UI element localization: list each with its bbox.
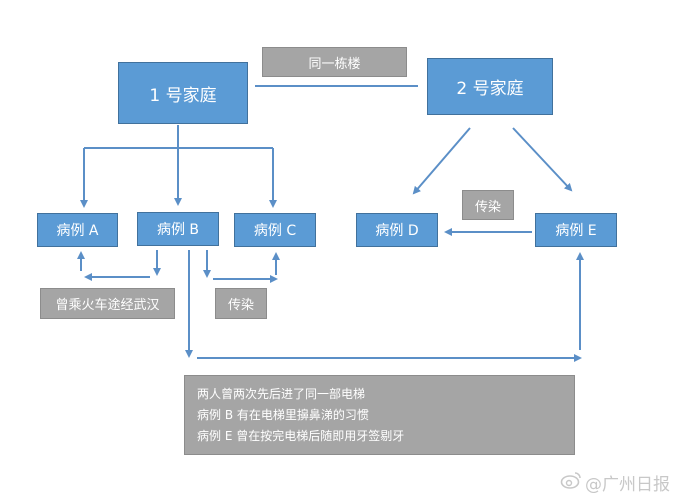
case-a-box: 病例 A: [37, 213, 118, 247]
arrow-f2-e: [512, 127, 573, 192]
note-line: 病例 E 曾在按完电梯后随即用牙签剔牙: [197, 429, 405, 443]
note-line: 病例 B 有在电梯里擤鼻涕的习惯: [197, 408, 369, 422]
watermark-text: @广州日报: [585, 475, 670, 495]
arrow-f2-d: [412, 127, 471, 195]
same-building-label: 同一栋楼: [262, 47, 407, 77]
note-line: 两人曾两次先后进了同一部电梯: [197, 387, 366, 401]
train-wuhan-label: 曾乘火车途经武汉: [40, 288, 175, 319]
family-2-box: 2 号家庭: [427, 58, 553, 115]
watermark: @广州日报: [560, 470, 670, 495]
case-c-box: 病例 C: [234, 213, 316, 247]
elevator-note-box: 两人曾两次先后进了同一部电梯 病例 B 有在电梯里擤鼻涕的习惯 病例 E 曾在按…: [184, 375, 575, 455]
family-1-box: 1 号家庭: [118, 62, 248, 124]
case-e-box: 病例 E: [535, 213, 617, 247]
infect-bc-label: 传染: [215, 288, 267, 319]
case-b-box: 病例 B: [137, 212, 219, 246]
infect-ed-label: 传染: [462, 190, 514, 220]
weibo-icon: [560, 471, 582, 494]
case-d-box: 病例 D: [356, 213, 438, 247]
